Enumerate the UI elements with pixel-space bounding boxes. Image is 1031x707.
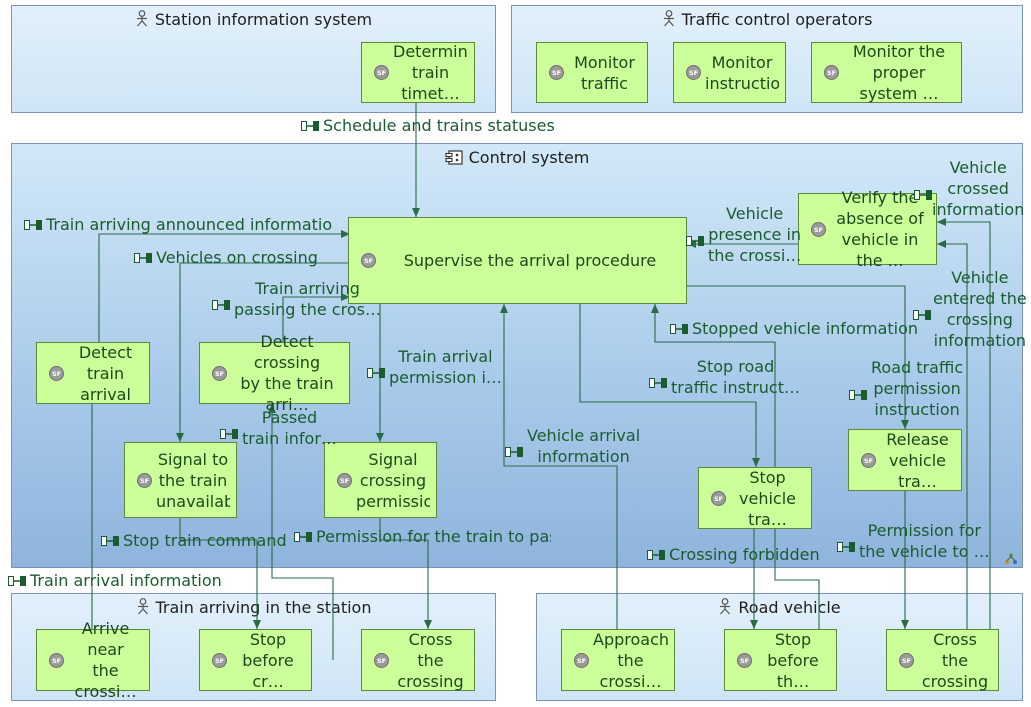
link-vehicle-crossed[interactable] (937, 218, 991, 629)
system-function-icon: SF (361, 253, 376, 268)
exchange-label-stop-train[interactable]: Stop train command (101, 530, 287, 551)
exchange-icon (367, 362, 385, 378)
link-permission-pass[interactable] (379, 518, 432, 629)
container-title: Station information system (154, 10, 373, 29)
system-function-icon: SF (374, 652, 389, 668)
exchange-icon (220, 423, 238, 439)
system-function-icon: SF (824, 65, 839, 80)
link-announced[interactable] (98, 230, 350, 342)
actor-icon (136, 598, 150, 619)
exchange-label-road-permission[interactable]: Road traffic permission instruction (849, 357, 963, 420)
system-function-icon: SF (212, 652, 227, 668)
exchange-icon (301, 115, 319, 131)
exchange-icon (913, 304, 931, 320)
function-determine-timetable[interactable]: SFDetermine train timet… (361, 42, 475, 103)
actor-icon (662, 10, 676, 31)
exchange-icon (837, 536, 855, 552)
exchange-label-stopped-vehicle[interactable]: Stopped vehicle information (670, 318, 918, 339)
exchange-label-arrival-permission[interactable]: Train arrival permission i… (367, 346, 502, 388)
link-passed[interactable] (268, 404, 334, 660)
exchange-icon (849, 384, 867, 400)
exchange-icon (686, 230, 704, 246)
exchange-icon (670, 318, 688, 334)
system-function-icon: SF (711, 490, 726, 506)
exchange-icon (647, 544, 665, 560)
system-function-icon: SF (137, 472, 152, 488)
link-arriving-passing[interactable] (282, 293, 350, 342)
exchange-icon (294, 526, 312, 542)
exchange-icon (212, 294, 230, 310)
system-function-icon: SF (811, 221, 826, 237)
container-title: Train arriving in the station (155, 598, 372, 617)
exchange-label-vehicle-crossed[interactable]: Vehicle crossed information (914, 157, 1024, 220)
system-function-icon: SF (49, 365, 64, 381)
system-function-icon: SF (374, 65, 389, 80)
container-title: Control system (468, 148, 590, 167)
exchange-label-schedule[interactable]: Schedule and trains statuses (301, 115, 555, 136)
exchange-icon (505, 441, 523, 457)
link-stop-road[interactable] (579, 304, 760, 467)
exchange-label-passed[interactable]: Passed train infor… (220, 407, 337, 449)
system-function-icon: SF (574, 652, 589, 668)
exchange-icon (134, 247, 152, 263)
exchange-label-vehicle-arrival[interactable]: Vehicle arrival information (505, 425, 640, 467)
system-function-icon: SF (861, 452, 876, 468)
exchange-icon (101, 530, 119, 546)
exchange-label-stop-road[interactable]: Stop road traffic instruct… (649, 356, 800, 398)
exchange-label-vehicle-permission[interactable]: Permission for the vehicle to … (837, 520, 990, 562)
container-title: Road vehicle (738, 598, 841, 617)
actor-icon (718, 598, 732, 619)
system-function-icon: SF (549, 65, 564, 80)
link-vehicle-arrival[interactable] (500, 304, 618, 629)
layout-icon (1005, 553, 1017, 564)
exchange-icon (8, 570, 26, 586)
system-function-icon: SF (49, 652, 64, 668)
exchange-icon (914, 184, 932, 200)
link-vehicles-on[interactable] (176, 262, 350, 442)
exchange-label-vehicle-presence[interactable]: Vehicle presence in the crossi… (686, 203, 801, 266)
link-stopped-vehicle[interactable] (651, 304, 820, 629)
container-title: Traffic control operators (681, 10, 873, 29)
link-stop-train[interactable] (179, 518, 261, 629)
exchange-label-vehicles-on[interactable]: Vehicles on crossing (134, 247, 318, 268)
exchange-label-crossing-forbidden[interactable]: Crossing forbidden (647, 544, 820, 565)
link-road-permission[interactable] (687, 285, 909, 429)
exchange-label-permission-pass[interactable]: Permission for the train to pass (294, 526, 551, 547)
component-icon (445, 150, 463, 169)
exchange-label-train-arrival-info[interactable]: Train arrival information (8, 570, 222, 591)
actor-icon (135, 10, 149, 31)
link-vehicle-entered[interactable] (937, 240, 968, 629)
system-function-icon: SF (737, 652, 752, 668)
exchange-label-vehicle-entered[interactable]: Vehicle entered the crossing information (913, 267, 1027, 351)
exchange-icon (24, 214, 42, 230)
system-function-icon: SF (212, 365, 227, 381)
exchange-icon (649, 372, 667, 388)
exchange-label-announced[interactable]: Train arriving announced informatio (24, 214, 332, 235)
system-function-icon: SF (337, 472, 352, 488)
exchange-label-arriving-passing[interactable]: Train arriving passing the cros… (212, 279, 381, 330)
system-function-icon: SF (899, 652, 914, 668)
system-function-icon: SF (686, 65, 701, 80)
